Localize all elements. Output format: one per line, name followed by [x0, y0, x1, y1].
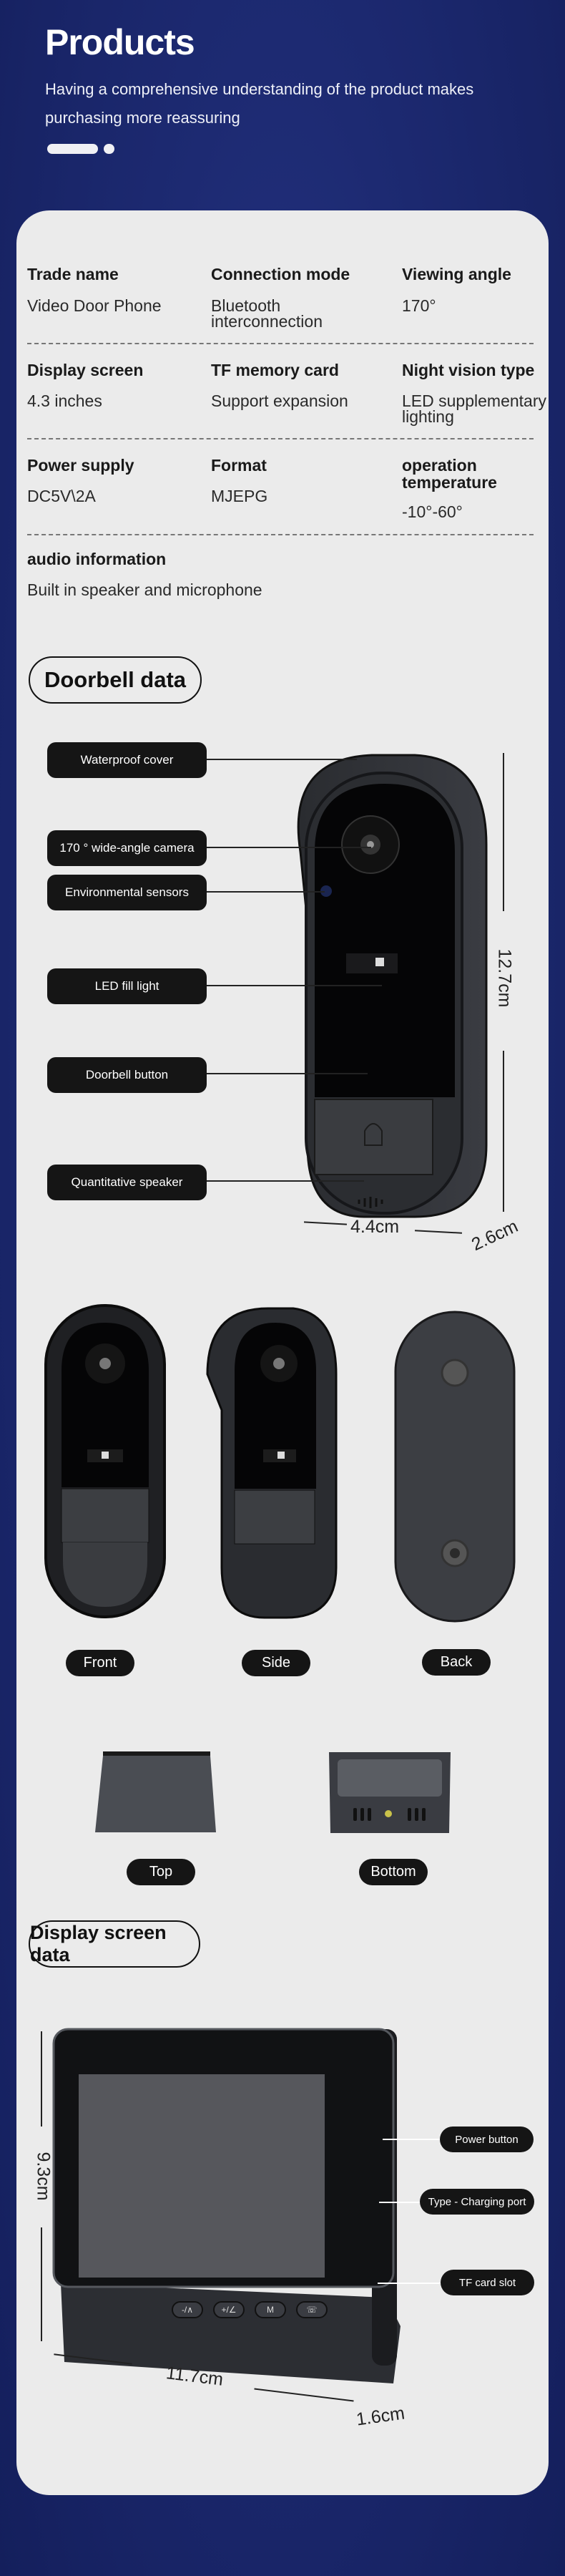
menu-button[interactable]: M	[255, 2301, 286, 2318]
page-subtitle: Having a comprehensive understanding of …	[45, 80, 474, 127]
spec-value: LED supplementary lighting	[402, 392, 546, 426]
spec-label: Power supply	[27, 456, 134, 475]
divider	[27, 534, 534, 535]
spec-label: Display screen	[27, 361, 144, 379]
spec-value: 4.3 inches	[27, 392, 102, 410]
leader-line	[378, 2283, 441, 2284]
spec-label: Viewing angle	[402, 265, 511, 283]
dimension-line	[503, 753, 504, 911]
callout-waterproof-cover: Waterproof cover	[47, 742, 207, 778]
display-device-image	[52, 2028, 401, 2383]
divider	[27, 438, 534, 439]
bottom-view-image	[329, 1752, 451, 1833]
spec-value: 170°	[402, 296, 436, 315]
section-title-display: Display screen data	[29, 1920, 200, 1968]
spec-value: Video Door Phone	[27, 296, 162, 315]
carousel-indicator-active	[47, 144, 98, 154]
callout-led-fill-light: LED fill light	[47, 968, 207, 1004]
call-button[interactable]: ☏	[296, 2301, 328, 2318]
spec-value: Built in speaker and microphone	[27, 580, 262, 599]
doorbell-image	[297, 754, 488, 1218]
spec-label: audio information	[27, 550, 167, 568]
spec-label: operation temperature	[402, 456, 497, 492]
volume-down-button[interactable]: -/∧	[172, 2301, 203, 2318]
spec-value: DC5V\2A	[27, 487, 96, 505]
callout-camera: 170 ° wide-angle camera	[47, 830, 207, 866]
spec-value: Support expansion	[211, 392, 348, 410]
carousel-indicator-dot	[104, 144, 114, 154]
leader-line	[379, 2202, 420, 2203]
view-label-bottom: Bottom	[359, 1859, 428, 1885]
callout-doorbell-button: Doorbell button	[47, 1057, 207, 1093]
page-title: Products	[45, 22, 195, 62]
dimension-width: 4.4cm	[350, 1217, 400, 1237]
spec-value: MJEPG	[211, 487, 268, 505]
callout-environmental-sensors: Environmental sensors	[47, 875, 207, 910]
spec-label: Format	[211, 456, 267, 475]
spec-label: Trade name	[27, 265, 119, 283]
leader-line	[207, 891, 325, 893]
view-label-back: Back	[422, 1649, 491, 1676]
leader-line	[383, 2139, 440, 2140]
leader-line	[207, 759, 357, 760]
spec-label: TF memory card	[211, 361, 339, 379]
callout-charging-port: Type - Charging port	[420, 2189, 534, 2215]
leader-line	[207, 1180, 364, 1182]
callout-tf-card-slot: TF card slot	[441, 2270, 534, 2295]
section-title-doorbell: Doorbell data	[29, 656, 202, 704]
view-label-side: Side	[242, 1650, 310, 1676]
display-button-row: -/∧ +/∠ M ☏	[172, 2301, 328, 2318]
leader-line	[207, 1073, 368, 1074]
back-view-image	[394, 1311, 516, 1623]
spec-value: Bluetooth interconnection	[211, 296, 323, 331]
view-label-top: Top	[127, 1859, 195, 1885]
callout-speaker: Quantitative speaker	[47, 1165, 207, 1200]
spec-label: Connection mode	[211, 265, 350, 283]
leader-line	[207, 847, 371, 848]
front-view-image	[44, 1304, 166, 1618]
dimension-height: 12.7cm	[494, 948, 515, 1008]
top-view-image	[95, 1751, 216, 1832]
view-label-front: Front	[66, 1650, 134, 1676]
dimension-height: 9.3cm	[33, 2152, 54, 2201]
dimension-line	[503, 1051, 504, 1212]
side-view-image	[206, 1307, 338, 1619]
dimension-line	[41, 2227, 42, 2341]
spec-label: Night vision type	[402, 361, 535, 379]
spec-value: -10°-60°	[402, 502, 463, 521]
dimension-line	[41, 2031, 42, 2127]
volume-up-button[interactable]: +/∠	[213, 2301, 245, 2318]
leader-line	[207, 985, 382, 986]
divider	[27, 343, 534, 344]
callout-power-button: Power button	[440, 2127, 534, 2152]
